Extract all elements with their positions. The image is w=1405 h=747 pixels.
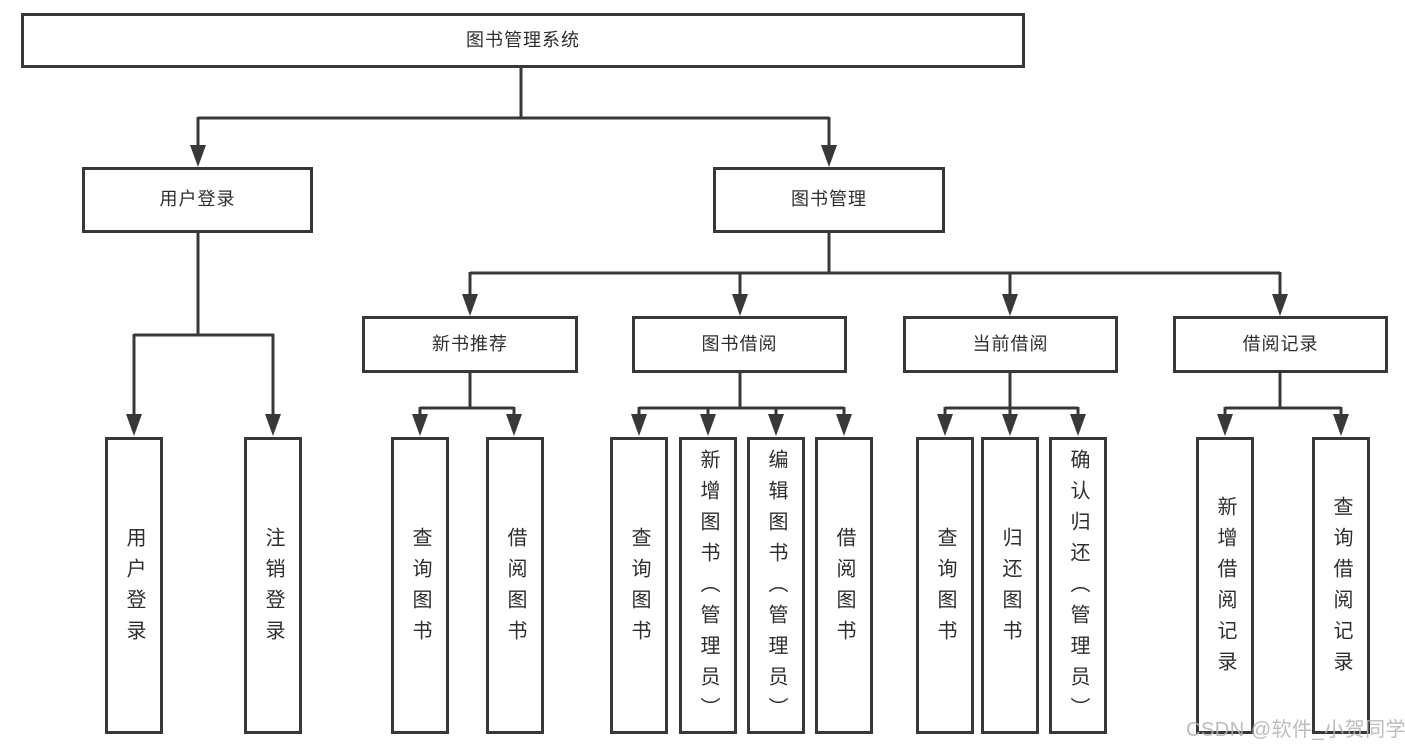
node-root-library-system: 图书管理系统 bbox=[21, 13, 1025, 68]
leaf-query-book-recommend: 查询图书 bbox=[391, 437, 449, 734]
leaf-user-login: 用户登录 bbox=[105, 437, 163, 734]
node-user-login: 用户登录 bbox=[82, 167, 313, 233]
leaf-add-book-admin: 新增图书（管理员） bbox=[679, 437, 737, 734]
node-book-borrow: 图书借阅 bbox=[632, 316, 847, 373]
leaf-query-book-borrow: 查询图书 bbox=[610, 437, 668, 734]
node-new-book-recommend: 新书推荐 bbox=[362, 316, 578, 373]
leaf-query-book-current: 查询图书 bbox=[916, 437, 974, 734]
leaf-edit-book-admin: 编辑图书（管理员） bbox=[747, 437, 805, 734]
leaf-confirm-return-admin: 确认归还（管理员） bbox=[1049, 437, 1107, 734]
csdn-watermark: CSDN @软件_小贺同学 bbox=[1186, 719, 1405, 741]
leaf-add-borrow-record: 新增借阅记录 bbox=[1196, 437, 1254, 734]
leaf-borrow-book-borrow: 借阅图书 bbox=[815, 437, 873, 734]
node-book-management: 图书管理 bbox=[713, 167, 945, 233]
leaf-borrow-book-recommend: 借阅图书 bbox=[486, 437, 544, 734]
node-borrow-records: 借阅记录 bbox=[1173, 316, 1388, 373]
leaf-query-borrow-record: 查询借阅记录 bbox=[1312, 437, 1370, 734]
leaf-return-book: 归还图书 bbox=[981, 437, 1039, 734]
leaf-logout-login: 注销登录 bbox=[244, 437, 302, 734]
node-current-borrow: 当前借阅 bbox=[903, 316, 1118, 373]
